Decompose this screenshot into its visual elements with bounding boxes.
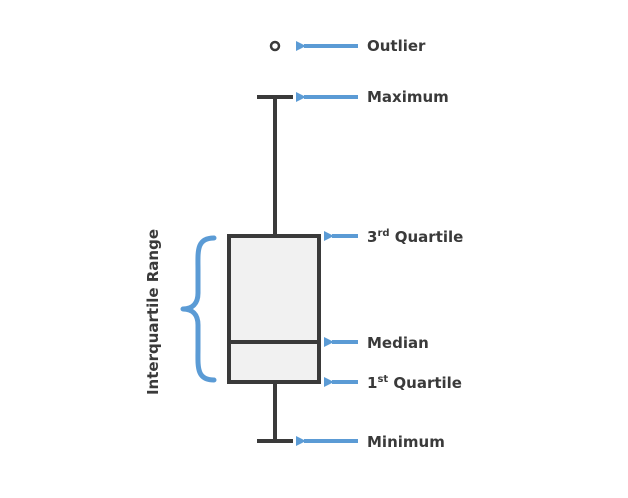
q3-label: 3rd Quartile xyxy=(367,228,463,246)
q1-label-superscript: st xyxy=(377,374,388,385)
box-plot xyxy=(227,40,321,443)
q1-label-number: 1 xyxy=(367,374,377,392)
iqr-brace xyxy=(180,235,217,383)
minimum-label: Minimum xyxy=(367,433,445,451)
q1-label: 1st Quartile xyxy=(367,374,462,392)
q3-label-superscript: rd xyxy=(377,228,389,239)
outlier-point xyxy=(269,40,281,52)
q1-label-suffix: Quartile xyxy=(388,374,462,392)
labels: Outlier Maximum 3rd Quartile Median 1st … xyxy=(144,37,463,451)
iqr-label: Interquartile Range xyxy=(144,229,162,395)
arrows xyxy=(296,41,358,446)
outlier-label: Outlier xyxy=(367,37,426,55)
maximum-label: Maximum xyxy=(367,88,449,106)
iqr-box xyxy=(227,234,321,384)
q3-label-number: 3 xyxy=(367,228,377,246)
q3-label-suffix: Quartile xyxy=(390,228,464,246)
median-label: Median xyxy=(367,334,429,352)
